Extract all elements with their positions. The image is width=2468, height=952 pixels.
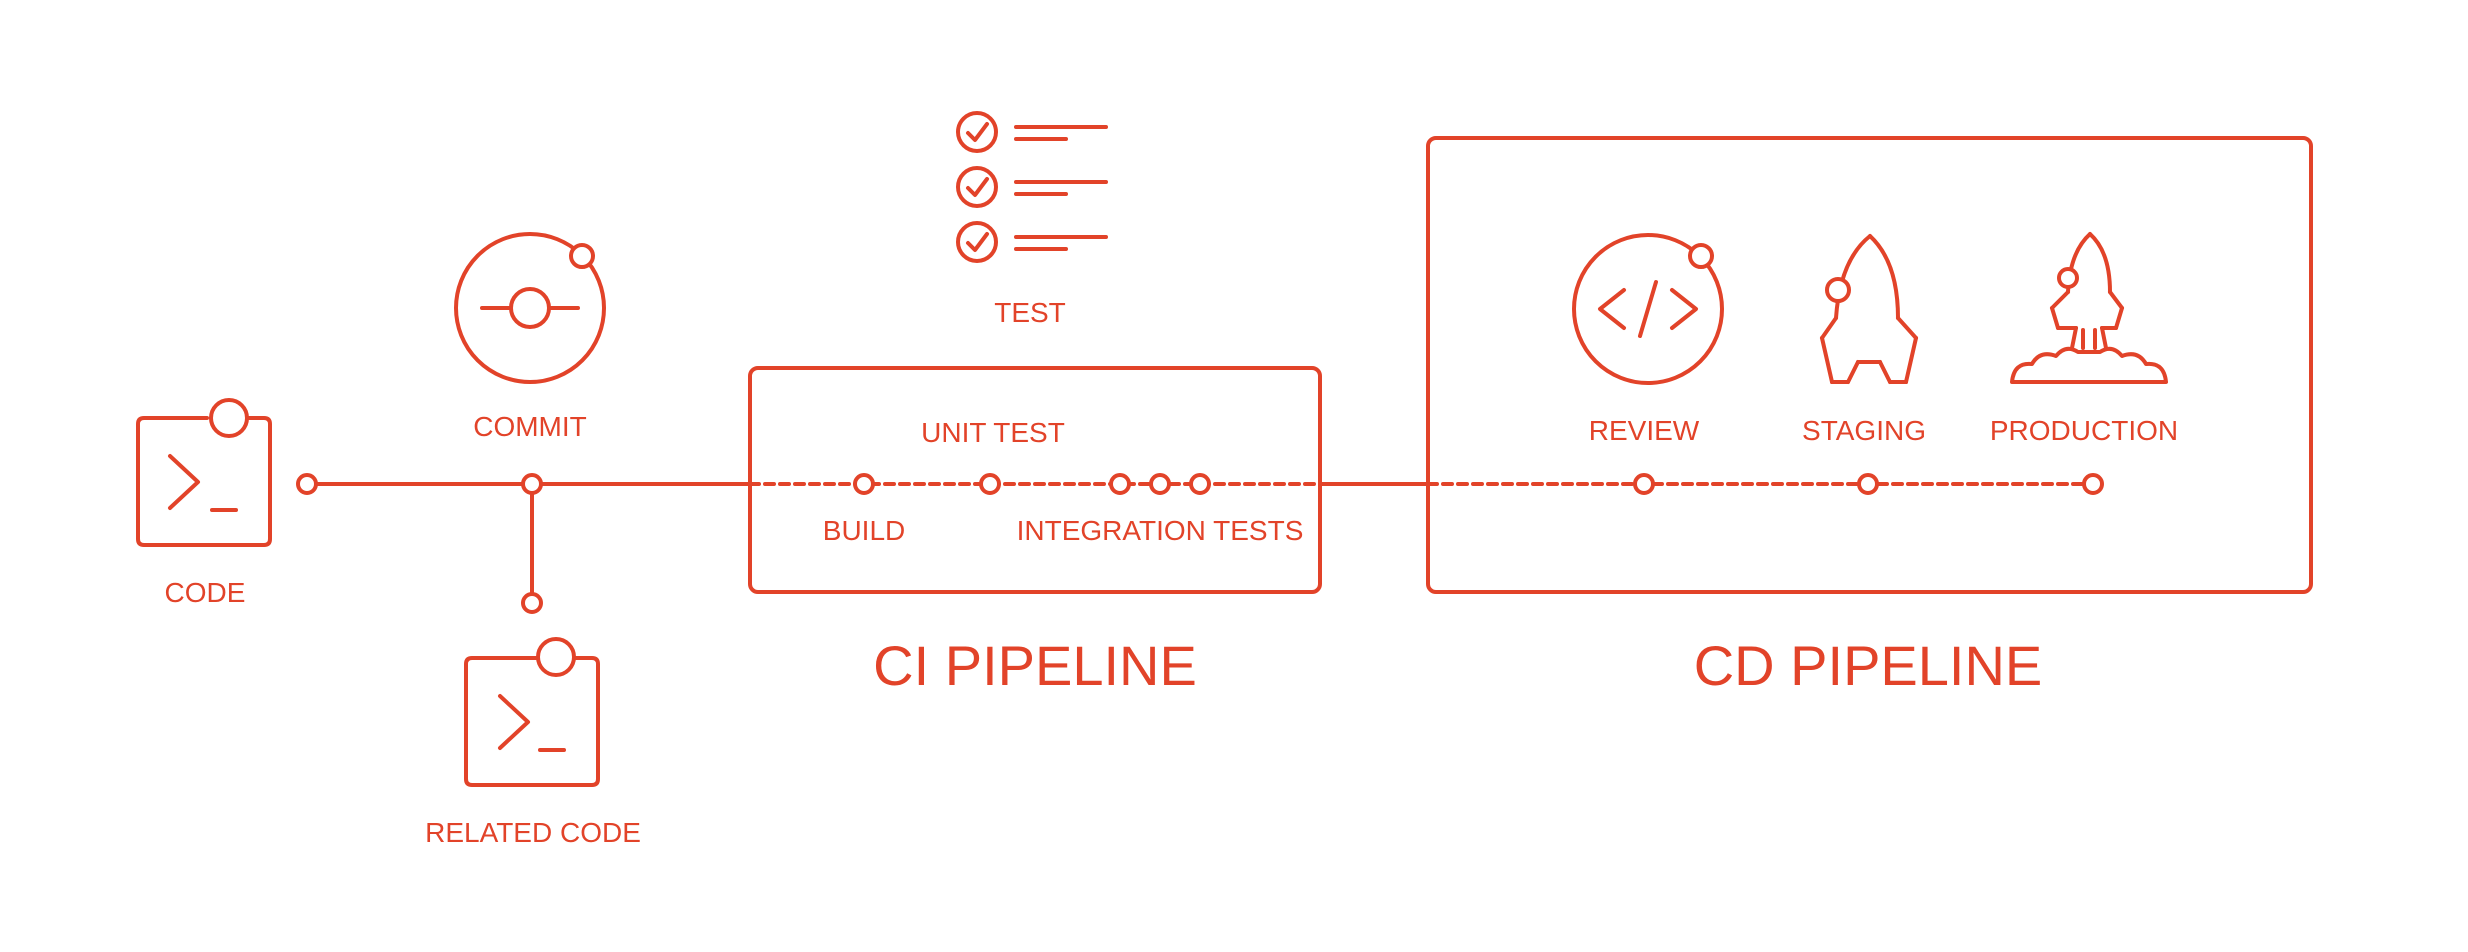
- test-label: TEST: [994, 297, 1066, 328]
- production-label: PRODUCTION: [1990, 415, 2178, 446]
- production-node: [2082, 473, 2104, 495]
- unit-test-node: [979, 473, 1001, 495]
- related-code-node: [521, 592, 543, 614]
- pipeline-nodes: [296, 473, 2104, 614]
- integration-test-node: [1109, 473, 1131, 495]
- build-node: [853, 473, 875, 495]
- rocket-launch-icon: [2010, 232, 2168, 384]
- code-node: [296, 473, 318, 495]
- terminal-icon: [136, 398, 272, 547]
- code-review-icon: [1572, 233, 1724, 385]
- rocket-icon: [1820, 234, 1918, 384]
- staging-label: STAGING: [1802, 415, 1926, 446]
- ci-pipeline-box: [748, 366, 1322, 594]
- integration-tests-label: INTEGRATION TESTS: [1017, 515, 1304, 546]
- unit-test-label: UNIT TEST: [921, 417, 1065, 448]
- review-node: [1633, 473, 1655, 495]
- integration-test-node: [1189, 473, 1211, 495]
- commit-label: COMMIT: [473, 411, 587, 442]
- staging-node: [1857, 473, 1879, 495]
- related-code-label: RELATED CODE: [425, 817, 641, 848]
- review-label: REVIEW: [1589, 415, 1700, 446]
- commit-node: [521, 473, 543, 495]
- cd-pipeline-title: CD PIPELINE: [1694, 634, 2043, 697]
- integration-test-node: [1149, 473, 1171, 495]
- build-label: BUILD: [823, 515, 905, 546]
- ci-pipeline-title: CI PIPELINE: [873, 634, 1197, 697]
- commit-icon: [454, 232, 606, 384]
- code-label: CODE: [165, 577, 246, 608]
- terminal-icon: [464, 637, 600, 787]
- checklist-icon: [956, 111, 1108, 263]
- cd-pipeline-box: [1426, 136, 2313, 594]
